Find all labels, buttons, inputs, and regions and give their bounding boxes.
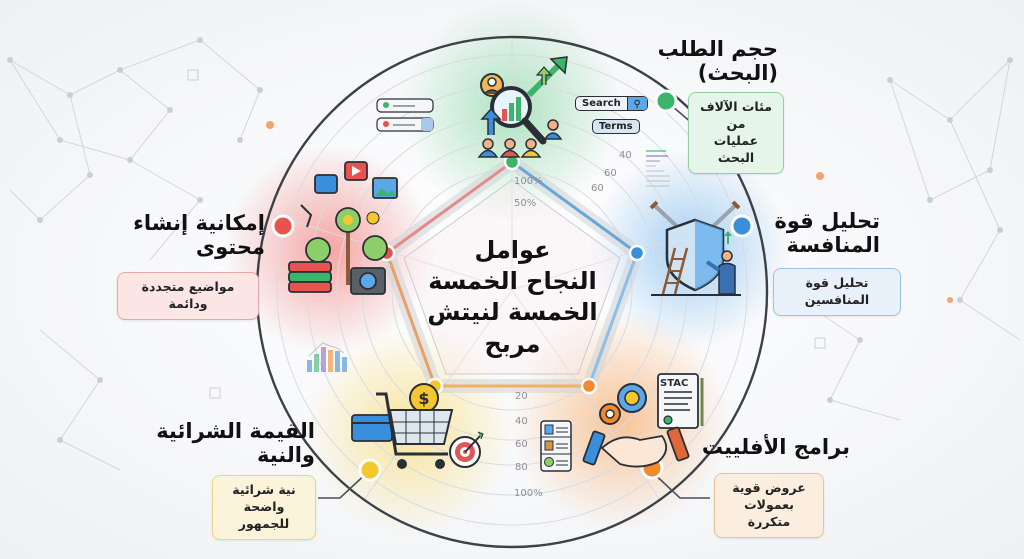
axis-label-right-40: 40 xyxy=(619,150,632,161)
axis-label-right-60a: 60 xyxy=(604,168,617,179)
search-chip-label: Search xyxy=(582,98,621,109)
contract-label: STAC xyxy=(660,378,689,389)
factor-buyer-intent-title-line-1: القيمة الشرائية xyxy=(156,419,315,443)
factor-buyer-intent-description: نية شرائية واضحة للجمهور xyxy=(212,475,316,540)
factor-search-volume-title-line-1: حجم الطلب xyxy=(657,37,778,61)
axis-label-top-50: 50% xyxy=(514,198,537,209)
mini-bar-chart-icon xyxy=(307,342,347,372)
axis-label-bottom-80: 80 xyxy=(515,462,528,473)
axis-label-bottom-60: 60 xyxy=(515,439,528,450)
center-title: عوامل النجاح الخمسة الخمسة لنيتش مربح xyxy=(420,235,605,360)
factor-affiliate-description-line-1: عروض قوية xyxy=(732,480,806,495)
center-title-line-1: عوامل xyxy=(474,236,551,264)
factor-content-title-line-1: إمكانية إنشاء xyxy=(133,211,265,235)
factor-affiliate-description-line-2: بعمولات متكررة xyxy=(744,496,794,529)
axis-label-top-100: 100% xyxy=(514,176,543,187)
terms-chip: Terms xyxy=(592,119,640,134)
center-title-line-3: الخمسة لنيتش xyxy=(427,298,598,327)
user-form-fields-icon xyxy=(376,98,434,132)
factor-affiliate-description: عروض قوية بعمولات متكررة xyxy=(714,473,824,538)
factor-affiliate-title-line-1: برامج الأفلييت xyxy=(701,435,850,459)
factor-buyer-intent-description-line-1: نية شرائية xyxy=(232,482,296,497)
factor-competition-description: تحليل قوة المنافسين xyxy=(773,268,901,316)
factor-affiliate-title: برامج الأفلييت xyxy=(700,435,850,460)
factor-competition-description-line-1: تحليل قوة المنافسين xyxy=(804,275,870,307)
factor-search-volume-title: حجم الطلب (البحث) xyxy=(648,37,778,85)
factor-buyer-intent-title-line-2: والنية xyxy=(256,442,315,467)
factor-search-volume-description-line-2: عمليات البحث xyxy=(713,132,759,165)
center-title-line-2: النجاح الخمسة xyxy=(428,267,597,296)
factor-content-description: مواضيع متجددة ودائمة xyxy=(117,272,259,320)
axis-label-bottom-20: 20 xyxy=(515,391,528,402)
factor-competition-title: تحليل قوة المنافسة xyxy=(760,209,880,257)
center-title-line-4: مربح xyxy=(484,329,541,358)
factor-content-title: إمكانية إنشاء محتوى xyxy=(120,211,265,259)
idea-tree-media-icon xyxy=(288,161,398,295)
factor-search-volume-description-line-1: مئات الآلاف من xyxy=(700,99,772,131)
handshake-contract-icon xyxy=(582,373,704,468)
factor-content-title-line-2: محتوى xyxy=(195,234,265,259)
magnifier-growth-chart-icon xyxy=(477,56,568,158)
shield-swords-icon xyxy=(649,200,741,296)
checklist-icon xyxy=(540,420,572,472)
search-icon: ⚲ xyxy=(626,97,647,110)
axis-label-bottom-100: 100% xyxy=(514,488,543,499)
keyword-list-icon xyxy=(646,150,670,187)
factor-content-description-line-1: مواضيع متجددة ودائمة xyxy=(141,279,235,311)
factor-buyer-intent-title: القيمة الشرائية والنية xyxy=(150,419,315,467)
factor-search-volume-description: مئات الآلاف من عمليات البحث xyxy=(688,92,784,174)
axis-label-right-60b: 60 xyxy=(591,183,604,194)
factor-search-volume-title-line-2: (البحث) xyxy=(697,60,778,85)
factor-buyer-intent-description-line-2: واضحة للجمهور xyxy=(238,498,290,531)
shopping-cart-target-icon: $ xyxy=(351,383,484,469)
factor-competition-title-line-1: تحليل قوة xyxy=(774,209,880,233)
svg-text:$: $ xyxy=(418,389,429,408)
axis-label-bottom-40: 40 xyxy=(515,416,528,427)
factor-competition-title-line-2: المنافسة xyxy=(786,232,880,257)
search-chip: Search ⚲ xyxy=(575,96,648,111)
